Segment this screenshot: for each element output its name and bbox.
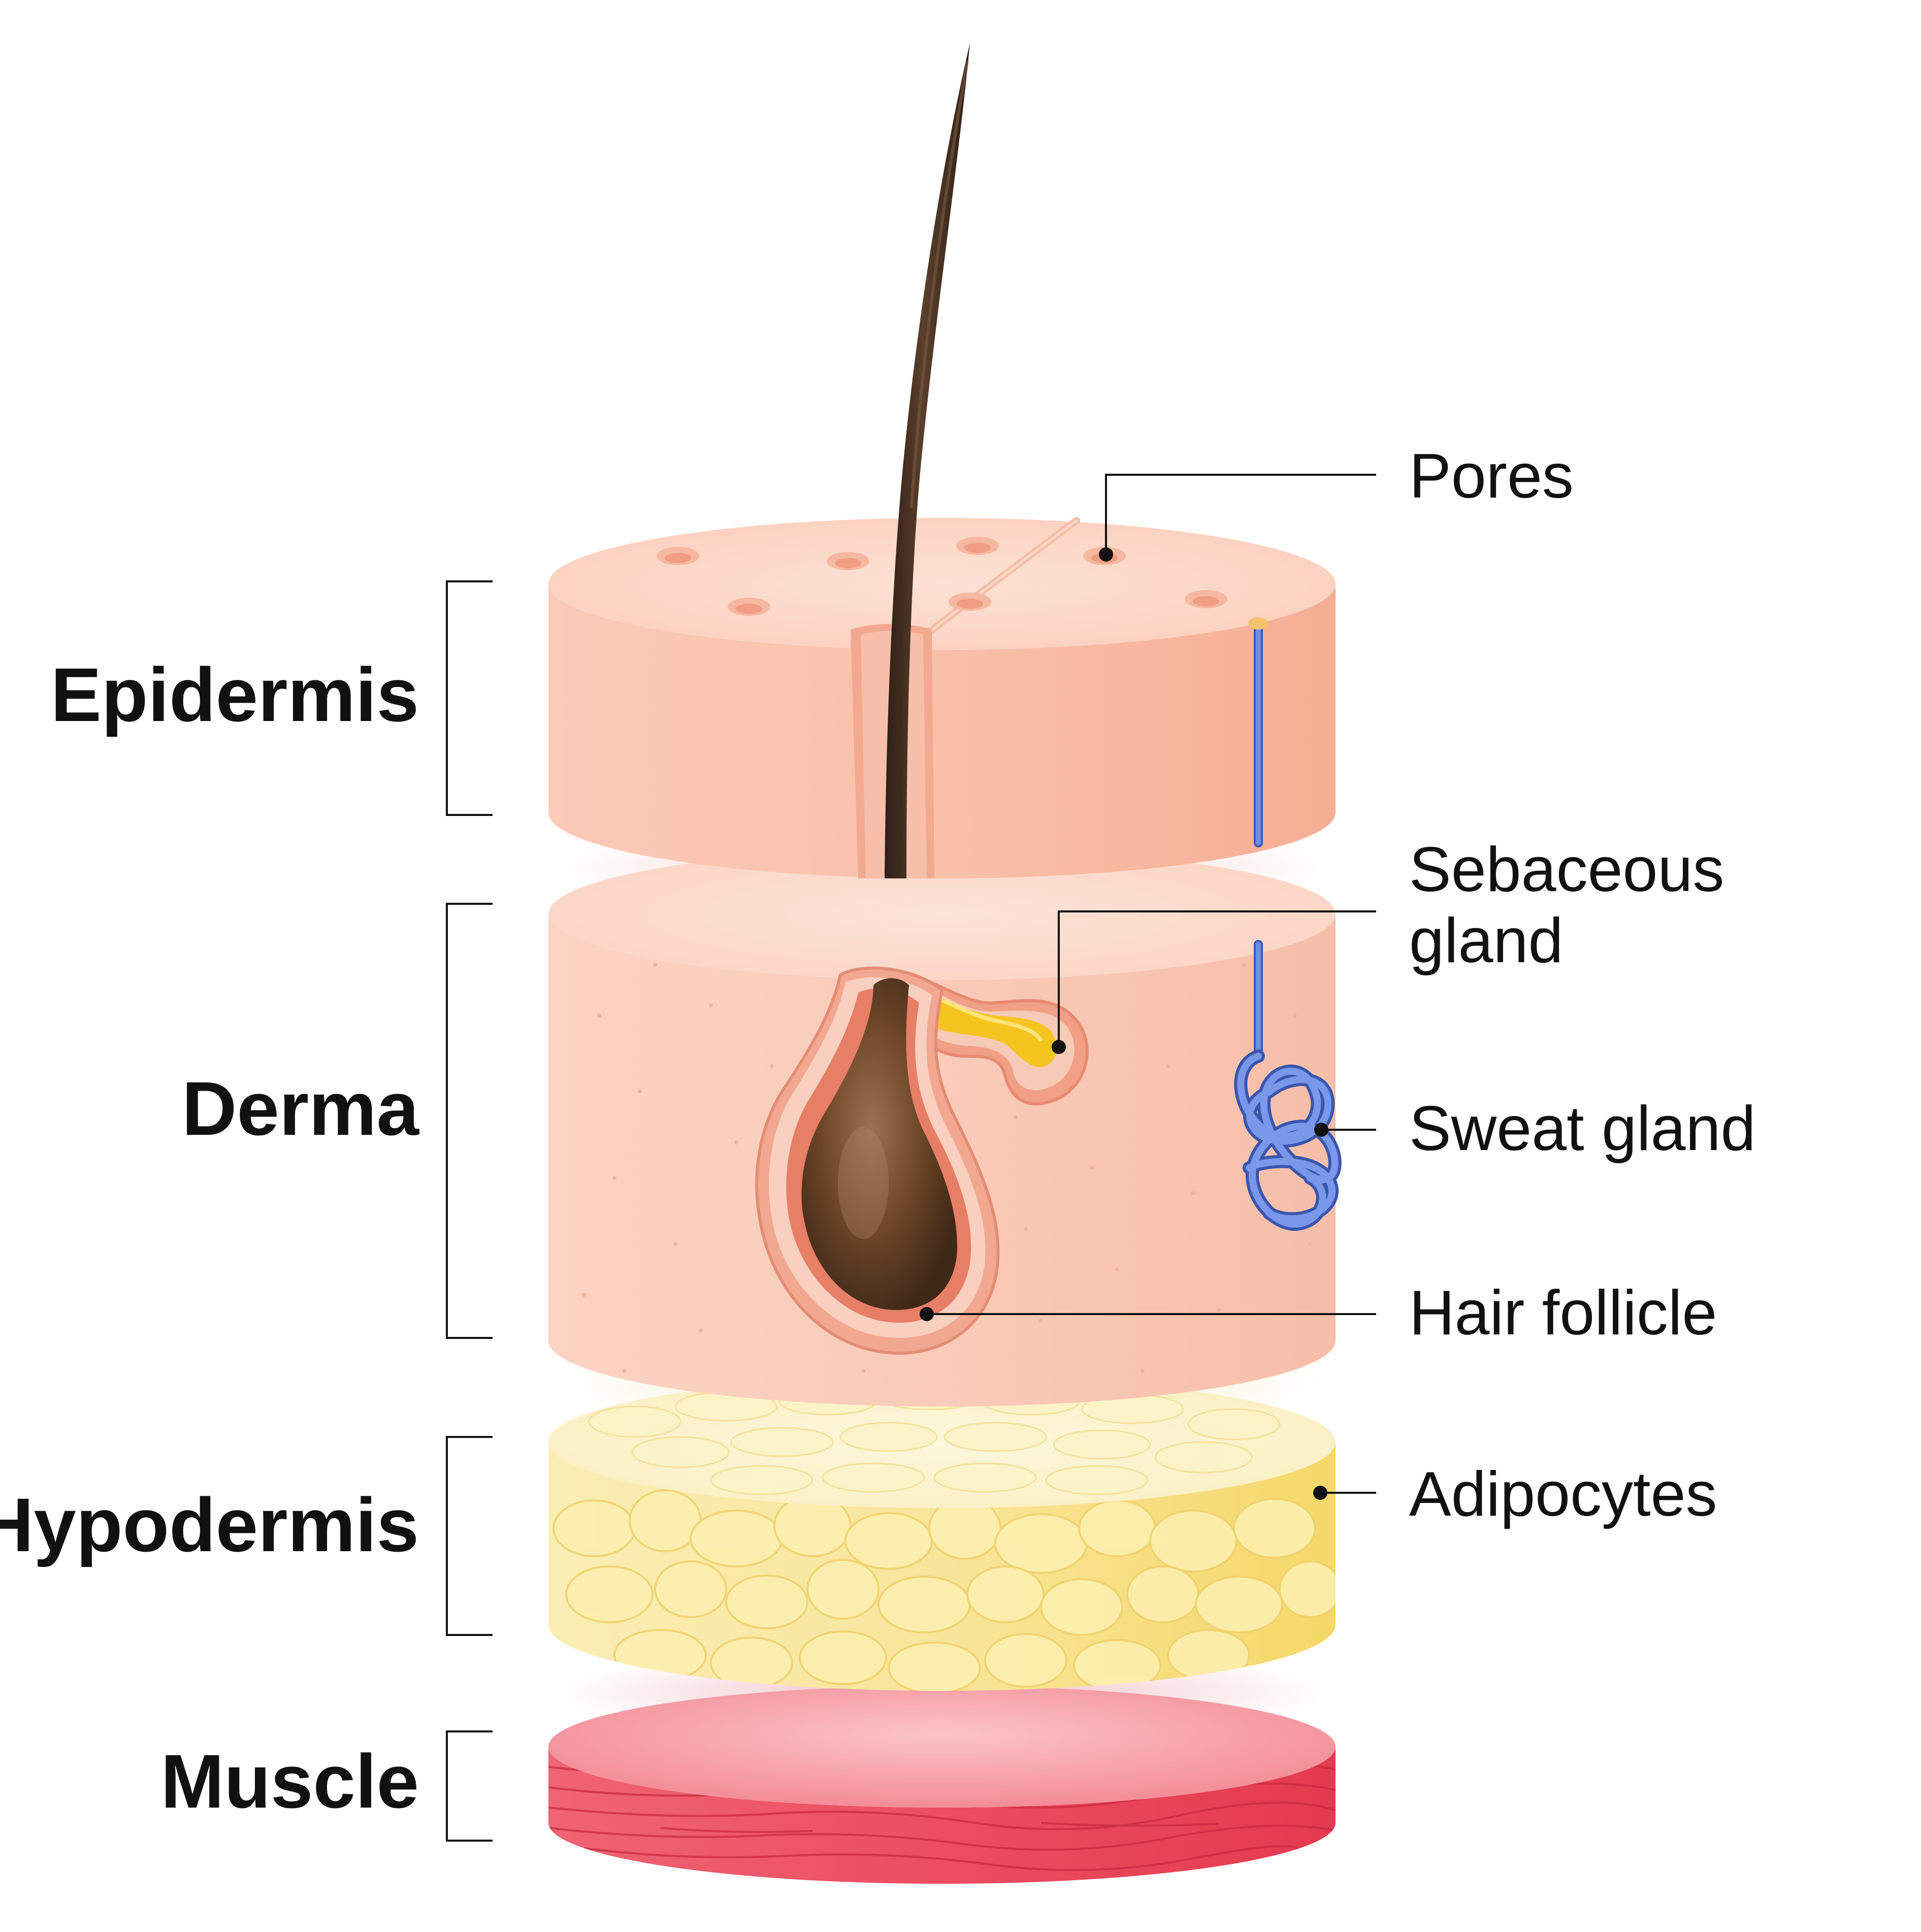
adipocyte-cells-side [552, 1489, 1336, 1691]
muscle-side [548, 1747, 1336, 1884]
pore [728, 598, 770, 616]
derma-bracket [446, 903, 493, 1339]
sweat-duct [1248, 617, 1268, 847]
muscle-label: Muscle [160, 1739, 419, 1824]
adipocytes-label: Adipocytes [1409, 1459, 1717, 1529]
sebaceous-gland [902, 973, 1089, 1106]
epidermis-bracket [446, 580, 493, 816]
muscle-layer [548, 1645, 1336, 1884]
hair-shaft [885, 43, 970, 878]
pores-label: Pores [1409, 441, 1574, 511]
muscle-bracket [446, 1730, 493, 1842]
hair-follicle-callout [920, 1307, 1376, 1321]
epidermis-side [548, 584, 1336, 878]
epidermis-layer [548, 517, 1336, 878]
pore [949, 593, 991, 611]
sweat-gland-callout [1314, 1123, 1376, 1137]
derma-top [548, 848, 1336, 980]
pore [1185, 590, 1227, 608]
pore [827, 552, 869, 570]
hypodermis-bracket [446, 1436, 493, 1636]
adipocyte-cells-top [588, 1382, 1281, 1495]
epidermis-top [548, 518, 1336, 650]
derma-layer [548, 817, 1342, 1406]
sebaceous-gland-label-line1: Sebaceous [1409, 835, 1724, 905]
hypodermis-label: Hypodermis [0, 1482, 419, 1567]
sebaceous-gland-callout [1052, 910, 1376, 1054]
pores [657, 537, 1227, 616]
sebaceous-gland-label-line2: gland [1409, 906, 1563, 976]
epidermis-label: Epidermis [51, 652, 419, 737]
sweat-gland-coil [1234, 1050, 1342, 1231]
muscle-top [548, 1686, 1336, 1808]
adipocytes-callout [1313, 1486, 1376, 1500]
pore [657, 547, 699, 565]
hair-bulb [801, 978, 957, 1310]
pores-callout [1099, 474, 1376, 562]
derma-label: Derma [182, 1066, 419, 1151]
hair-follicle [755, 966, 1000, 1355]
pore [956, 537, 999, 555]
hair-follicle-label: Hair follicle [1409, 1278, 1717, 1348]
sweat-gland-label: Sweat gland [1409, 1094, 1755, 1164]
sweat-gland [1234, 940, 1342, 1231]
